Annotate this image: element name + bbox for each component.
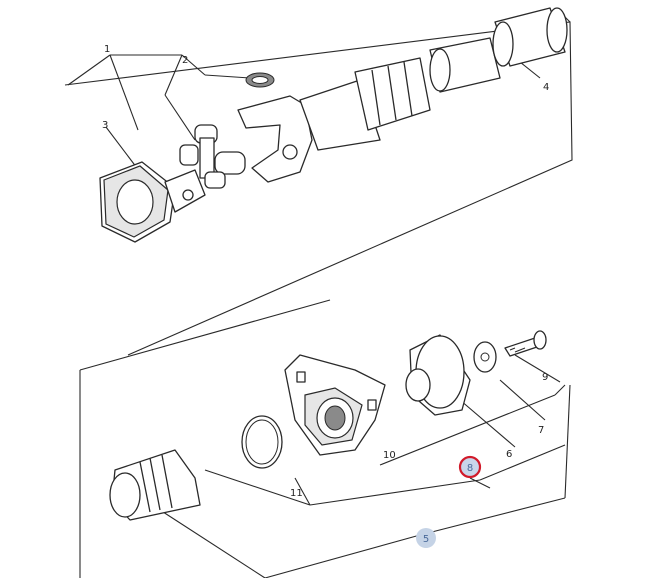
svg-text:5: 5 — [423, 534, 429, 545]
callout-5-hover[interactable]: 5 — [416, 528, 436, 548]
seal-ring[interactable] — [245, 72, 275, 88]
flange-part[interactable] — [99, 161, 206, 243]
callout-11[interactable]: 11 — [290, 488, 303, 499]
callout-10[interactable]: 10 — [383, 450, 396, 461]
callout-6[interactable]: 6 — [506, 449, 512, 460]
lower-frame-lines — [79, 299, 571, 578]
callout-9[interactable]: 9 — [542, 372, 548, 383]
leader-8-line — [469, 477, 491, 489]
shaft-yoke[interactable] — [237, 57, 431, 183]
tube-part[interactable] — [429, 37, 501, 93]
dust-cover-part[interactable] — [405, 334, 471, 416]
center-bearing-bracket[interactable] — [284, 354, 386, 456]
bushing-part[interactable] — [109, 449, 201, 521]
callout-4[interactable]: 4 — [543, 82, 549, 93]
callout-3[interactable]: 3 — [102, 120, 108, 131]
callout-labels: 1 2 3 4 6 7 9 10 11 — [102, 44, 549, 499]
universal-joint-cross[interactable] — [179, 124, 246, 189]
callout-2[interactable]: 2 — [182, 55, 188, 66]
callout-8-selected[interactable]: 8 — [458, 455, 482, 479]
tube-4-part[interactable] — [492, 7, 568, 67]
svg-text:8: 8 — [467, 463, 473, 474]
o-ring-part[interactable] — [241, 415, 283, 469]
bolt-part[interactable] — [504, 330, 547, 357]
callout-7[interactable]: 7 — [538, 425, 544, 436]
callout-1[interactable]: 1 — [104, 44, 110, 55]
washer-part[interactable] — [473, 341, 497, 373]
